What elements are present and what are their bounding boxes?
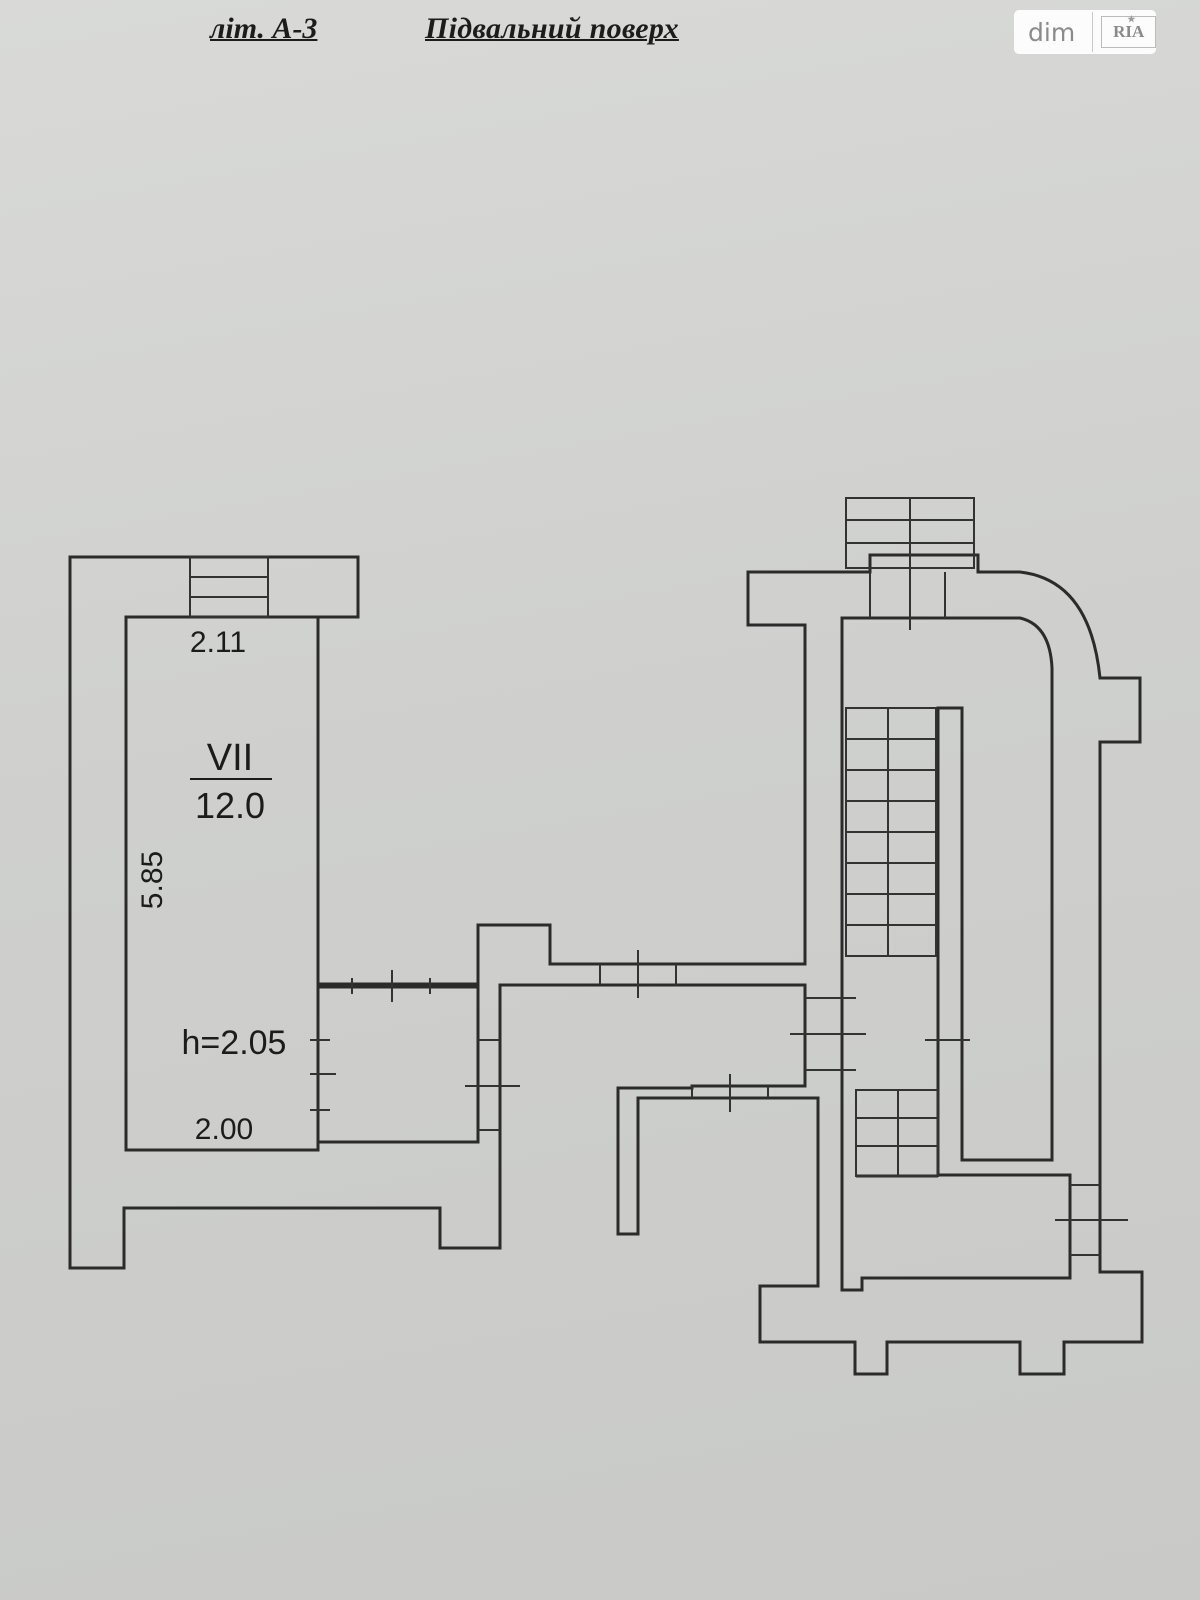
watermark-dim-text: dim [1028, 17, 1076, 47]
long-stair-treads [846, 738, 936, 926]
ria-logo: ★ RIA [1101, 14, 1156, 48]
room-number: VII [207, 737, 253, 779]
dimension-bottom: 2.00 [195, 1113, 253, 1146]
star-icon: ★ [1127, 14, 1136, 24]
dimension-left: 5.85 [136, 851, 169, 909]
ceiling-height: h=2.05 [182, 1024, 287, 1062]
left-stair-treads [189, 556, 269, 618]
watermark-divider [1092, 12, 1094, 52]
right-wing [310, 497, 1128, 1292]
corridor-room-wall [318, 985, 480, 1144]
left-wing [68, 553, 1144, 1376]
floor-title: Підвальний поверх [425, 12, 679, 45]
stair-core-wall [840, 616, 1072, 1292]
dim-ria-watermark: dim ★ RIA [1014, 10, 1156, 54]
left-stair-box [189, 556, 269, 618]
room-area: 12.0 [195, 785, 265, 826]
building-letter: літ. А-3 [210, 12, 318, 45]
left-outer-wall [68, 553, 1144, 1376]
watermark-ria-text: RIA [1113, 22, 1145, 41]
dimension-top: 2.11 [190, 626, 246, 659]
